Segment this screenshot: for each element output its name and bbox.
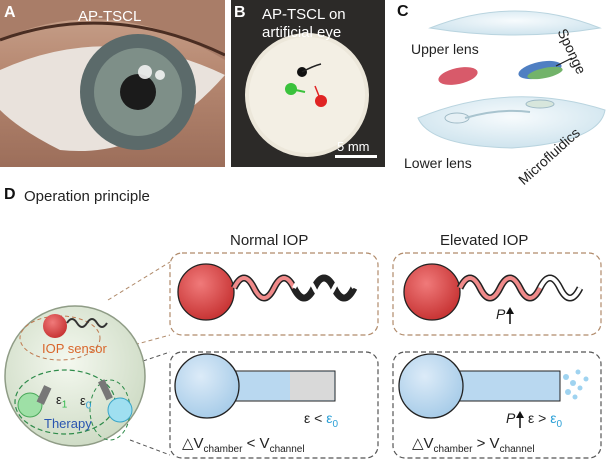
normal-iop-title: Normal IOP	[230, 232, 309, 249]
upper-lens-label: Upper lens	[411, 41, 479, 57]
elevated-condition: ε > ε0	[528, 410, 562, 430]
normal-volume-relation: △Vchamber < Vchannel	[182, 435, 305, 455]
epsilon-1-sub: 1	[61, 399, 68, 411]
iop-sensor-label: IOP sensor	[42, 341, 107, 356]
epsilon-0-label: ε0	[80, 393, 91, 412]
panel-b-letter: B	[234, 4, 246, 21]
panel-a-title: AP-TSCL	[78, 8, 142, 25]
therapy-label: Therapy	[44, 416, 92, 431]
panel-c-letter: C	[397, 3, 409, 20]
panel-b-title-line2: artificial eye	[262, 24, 342, 41]
epsilon-1-label: ε1	[56, 392, 67, 411]
epsilon-0-sub: 0	[85, 400, 92, 412]
artificial-eye-illustration	[245, 33, 377, 158]
panel-d-title: Operation principle	[24, 188, 150, 205]
elevated-volume-relation: △Vchamber > Vchannel	[412, 435, 535, 455]
panel-b-title-line1: AP-TSCL on	[262, 6, 346, 23]
panel-a-photo	[0, 0, 225, 167]
normal-condition: ε < ε0	[304, 410, 338, 430]
epsilon-0-symbol: ε	[80, 393, 86, 408]
normal-condition-rhs: ε0	[326, 410, 339, 430]
panel-a-letter: A	[4, 4, 16, 21]
pressure-label-sensor: P	[496, 306, 506, 322]
elevated-iop-title: Elevated IOP	[440, 232, 529, 249]
panel-d-letter: D	[4, 186, 16, 203]
normal-condition-lhs: ε <	[304, 410, 323, 426]
lower-lens-label: Lower lens	[404, 155, 472, 171]
elevated-condition-lhs: ε >	[528, 410, 547, 426]
epsilon-1-symbol: ε	[56, 392, 62, 407]
panel-b-photo	[231, 0, 385, 167]
eye-illustration	[0, 0, 225, 152]
scale-bar-label: 5 mm	[337, 139, 370, 154]
pressure-label-chamber: P	[506, 410, 516, 426]
elevated-condition-rhs: ε0	[550, 410, 563, 430]
